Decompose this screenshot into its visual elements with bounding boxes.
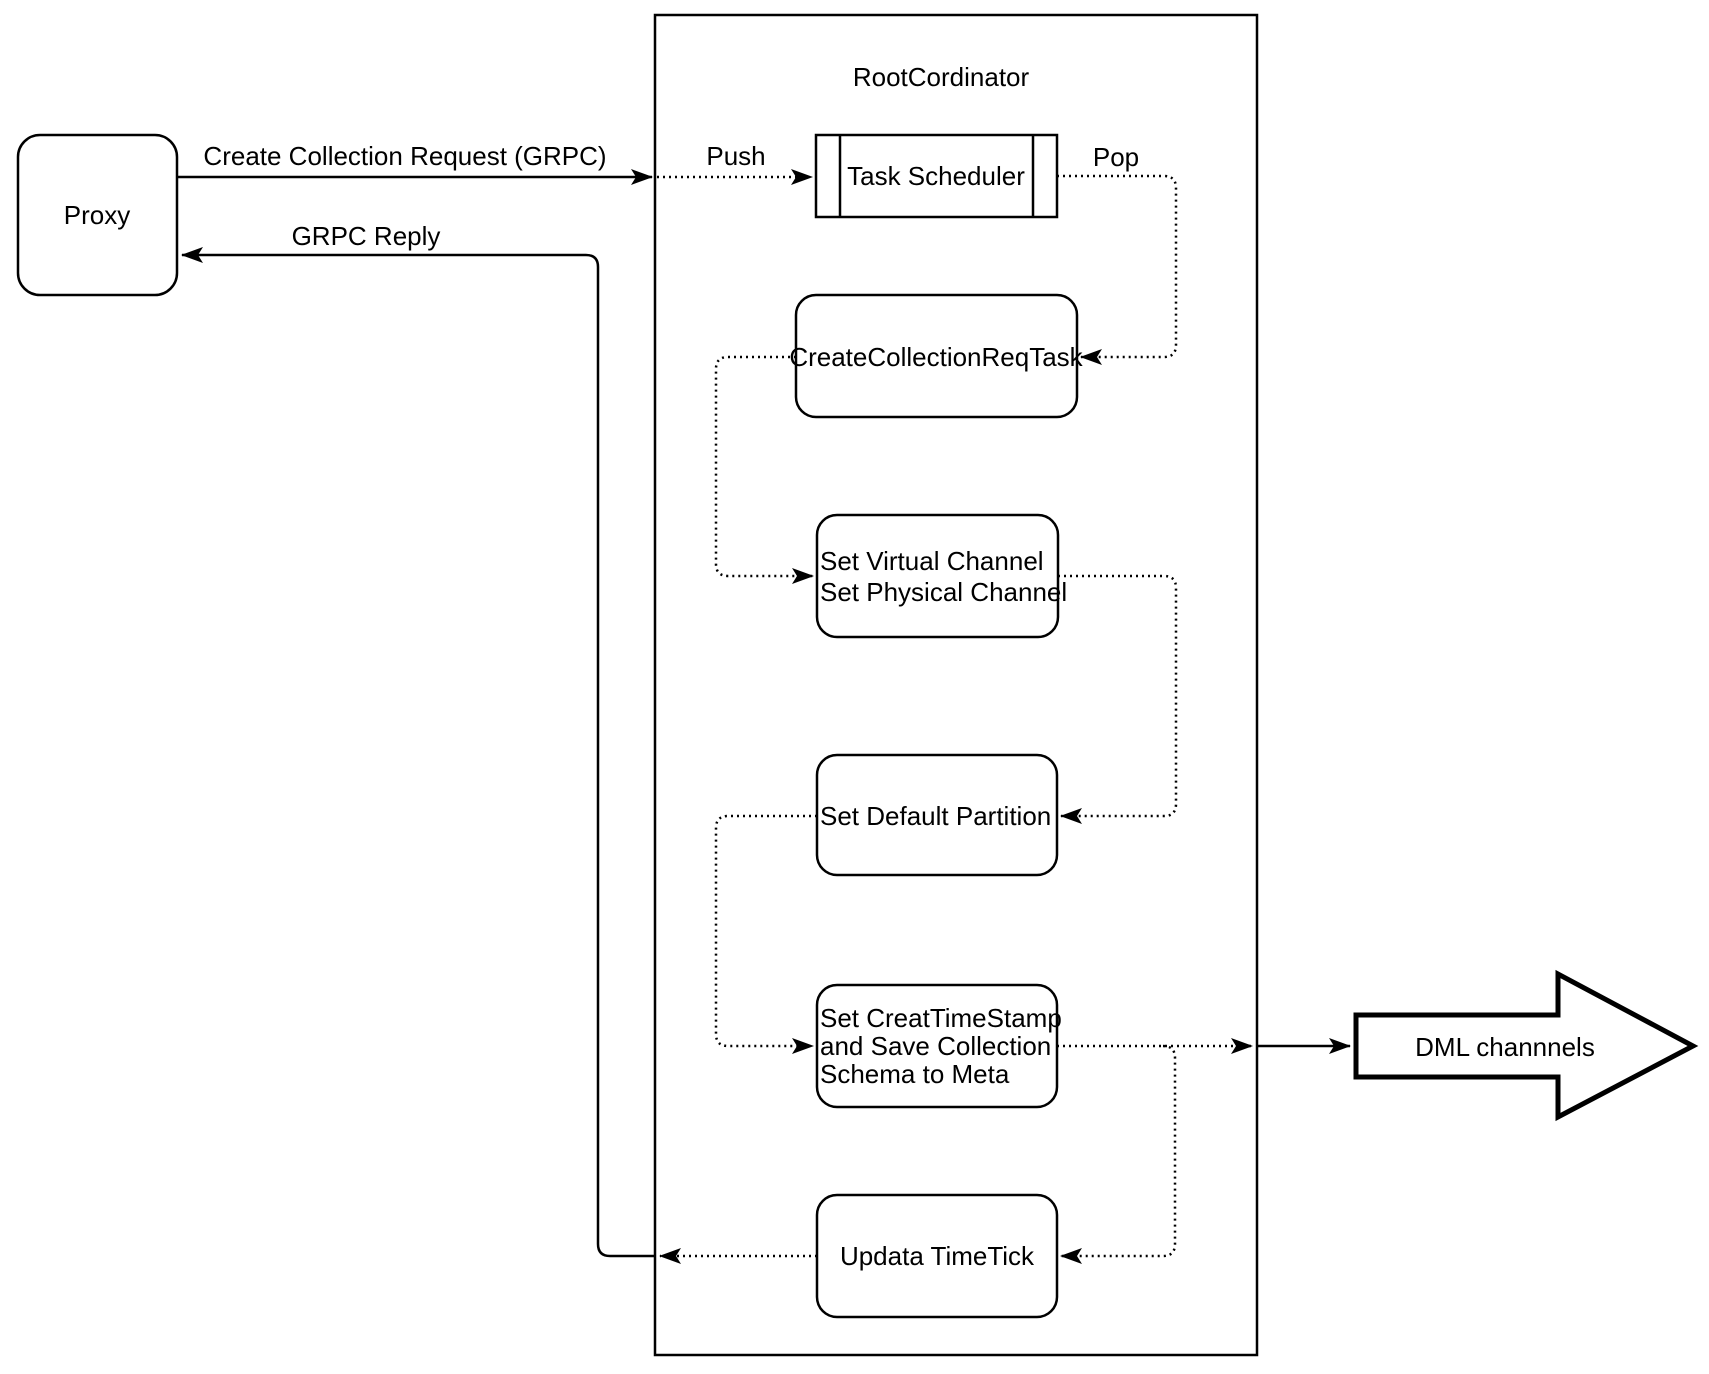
set-timestamp-label-line3: Schema to Meta [820, 1059, 1010, 1089]
grpc-reply-label: GRPC Reply [292, 221, 441, 251]
edge-channels-to-partition [1058, 574, 1178, 824]
edge-partition-to-timestamp [714, 814, 817, 1054]
task-scheduler-label: Task Scheduler [847, 161, 1025, 191]
set-timestamp-label-line1: Set CreatTimeStamp [820, 1003, 1062, 1033]
edge-timestamp-to-timetick [1060, 1044, 1177, 1264]
root-coordinator-label: RootCordinator [853, 62, 1030, 92]
set-timestamp-label-line2: and Save Collection [820, 1031, 1051, 1061]
edge-reqtask-to-channels [714, 355, 814, 584]
edge-pop [1057, 174, 1178, 365]
proxy-node [16, 133, 179, 297]
root-coordinator-container [653, 13, 1259, 1357]
set-default-partition-label: Set Default Partition [820, 801, 1051, 831]
dml-channels-arrow [1353, 969, 1699, 1122]
task-scheduler-node [814, 133, 1059, 219]
set-channels-label-line1: Set Virtual Channel [820, 546, 1044, 576]
push-label: Push [706, 141, 765, 171]
create-collection-request-label: Create Collection Request (GRPC) [203, 141, 606, 171]
pop-label: Pop [1093, 142, 1139, 172]
dml-channels-label: DML channnels [1415, 1032, 1595, 1062]
update-timetick-label: Updata TimeTick [840, 1241, 1035, 1271]
set-channels-label-line2: Set Physical Channel [820, 577, 1067, 607]
set-channels-node [815, 513, 1060, 639]
edge-grpc-reply [181, 247, 656, 1258]
create-collection-req-task-label: CreateCollectionReqTask [789, 342, 1083, 372]
proxy-label: Proxy [64, 200, 130, 230]
